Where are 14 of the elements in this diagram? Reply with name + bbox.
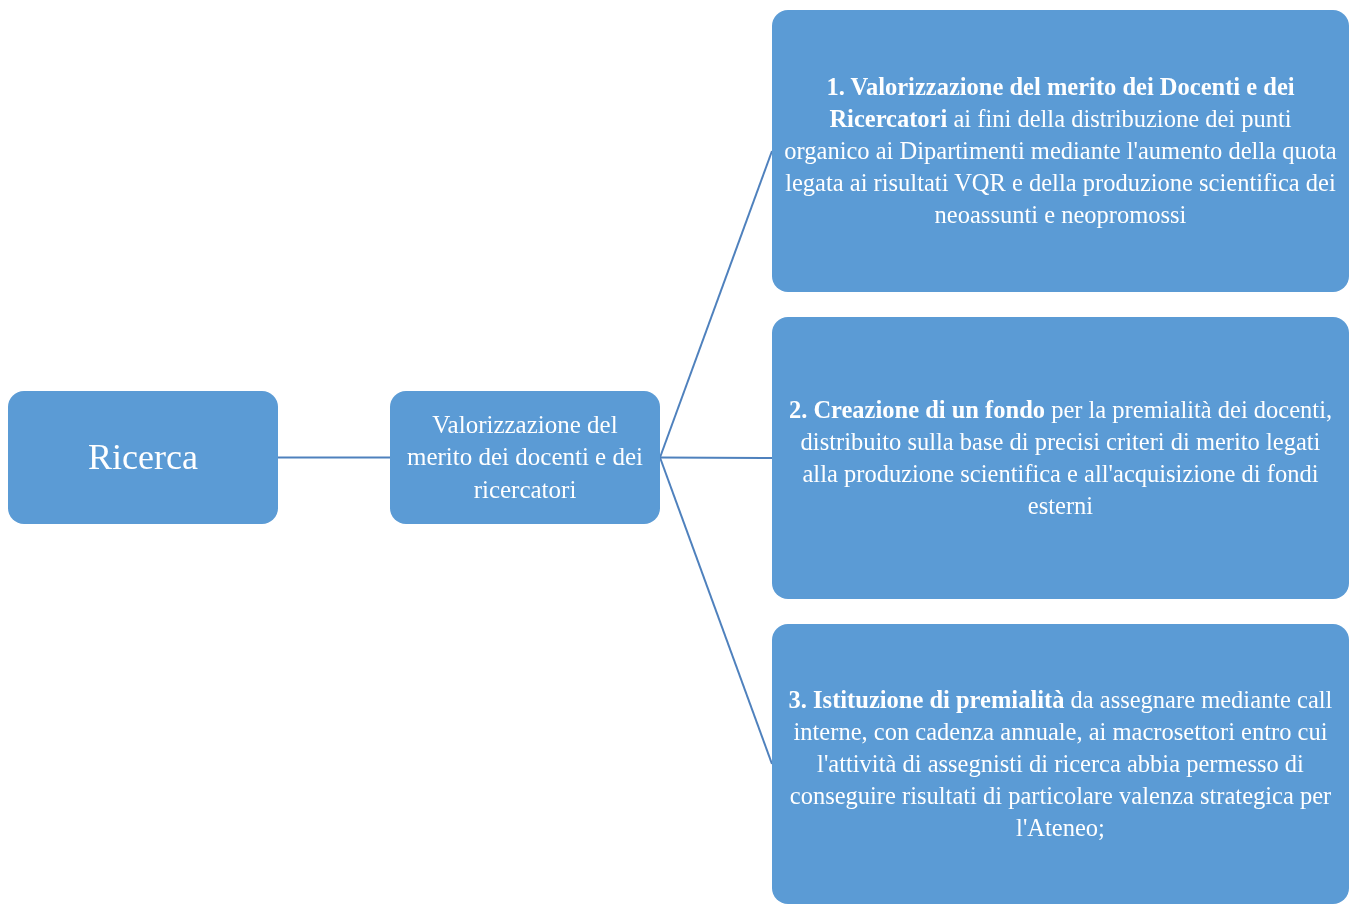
box-text: 2. Creazione di un fondo per la premialità dei docenti, distribuito sulla base di precisi criteri di merito legati alla produzione scientifica e all'acquisizione di fondi esterni bbox=[787, 395, 1334, 521]
connector-line bbox=[277, 456, 391, 459]
topic-box bbox=[8, 391, 278, 524]
box-text: 3. Istituzione di premialità da assegnare mediante call interne, con cadenza annuale, ai macrosettori entro cui l'attività di assegnisti di ricerca abbia permesso di conseguire risultati di particolare valenza strategica per l'Ateneo; bbox=[787, 685, 1334, 843]
topic-label: Ricerca bbox=[88, 436, 198, 480]
action-box bbox=[772, 624, 1349, 904]
connector-line bbox=[659, 456, 773, 765]
action-box bbox=[772, 10, 1349, 292]
connector-line bbox=[659, 150, 773, 459]
subtopic-box bbox=[390, 391, 660, 524]
box-text: 1. Valorizzazione del merito dei Docenti e dei Ricercatori ai fini della distribuzione dei punti organico ai Dipartimenti mediante l'aumento della quota legata ai risultati VQR e della produzione scientifica dei neoassunti e neopromossi bbox=[784, 72, 1337, 230]
action-box bbox=[772, 317, 1349, 599]
box-text: Valorizzazione del merito dei docenti e dei ricercatori bbox=[406, 409, 644, 505]
connector-line bbox=[659, 456, 773, 459]
